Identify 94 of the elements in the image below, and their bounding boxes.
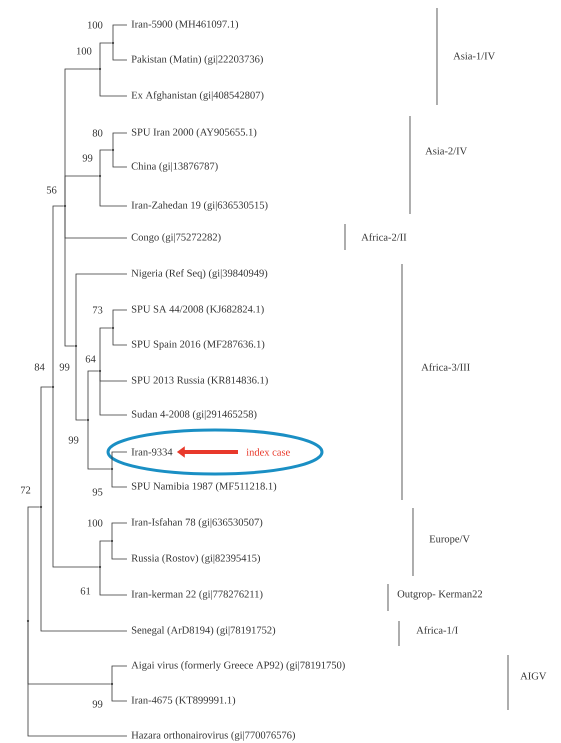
taxon-label: SPU Iran 2000 (AY905655.1) [132,128,256,138]
tree-branch [64,206,76,346]
clade-label: Africa-3/III [421,363,470,371]
callout-text: index case [246,448,290,456]
branch-point [98,566,102,568]
tree-branch [100,540,112,568]
branch-point [98,174,102,178]
taxon-label: Iran-5900 (MH461097.1) [132,20,238,30]
taxon-label: Hazara orthonairovirus (gi|770076576) [132,731,295,741]
clade-label: Africa-2/II [361,233,406,241]
tree-branch [100,68,128,96]
tree-branch [28,620,128,736]
clade-label: Africa-1/I [416,626,458,634]
taxon-label: Russia (Rostov) (gi|82395415) [132,554,260,564]
bootstrap-value: 64 [86,355,96,363]
tree-branch [40,506,128,632]
tree-branch [100,328,112,372]
bootstrap-value: 72 [21,486,30,494]
clade-label: Asia-2/IV [425,147,468,155]
taxon-label: SPU Namibia 1987 (MF511218.1) [132,482,276,492]
tree-branch [76,274,128,346]
bootstrap-value: 95 [92,488,102,496]
taxon-label: Iran-Zahedan 19 (gi|636530515) [132,201,268,211]
highlight-ellipse [106,428,324,476]
taxon-label: Aigai virus (formerly Greece AP92) (gi|78191750) [131,661,345,671]
taxon-label: Iran-4675 (KT899991.1) [132,696,236,706]
tree-branch [112,452,128,470]
taxon-label: SPU SA 44/2008 (KJ682824.1) [132,305,264,315]
tree-branch [88,370,100,420]
tree-branch [100,150,112,176]
tree-branch [40,386,52,508]
bootstrap-value: 56 [46,186,56,194]
branch-point [64,204,66,208]
taxon-label: Congo (gi|75272282) [132,233,221,243]
bootstrap-value: 100 [76,47,92,55]
tree-branch [112,522,128,542]
tree-branch [76,346,88,420]
tree-branch [112,132,128,150]
tree-branch [112,666,128,684]
branch-point [112,148,114,152]
taxon-label: Ex Afghanistan (gi|408542807) [132,91,264,101]
bootstrap-value: 61 [80,587,90,595]
tree-branch [88,420,112,470]
taxon-label: Pakistan (Matin) (gi|22203736) [132,55,263,65]
taxon-label: Sudan 4-2008 (gi|291465258) [132,410,256,420]
clade-label: Outgrop- Kerman22 [398,590,482,600]
taxon-label: SPU Spain 2016 (MF287636.1) [132,340,264,350]
tree-branch [100,370,128,416]
bootstrap-value: 99 [82,154,92,162]
clade-label: Europe/V [430,535,470,545]
bootstrap-value: 99 [68,436,78,444]
tree-branch [112,42,128,60]
branch-point [98,370,102,372]
branch-point [52,386,54,388]
tree-branch [100,42,112,70]
tree-branch [112,150,128,168]
tree-branch [52,206,64,388]
tree-branch [28,506,40,622]
bootstrap-value: 73 [93,306,102,314]
bootstrap-value: 100 [88,519,102,527]
clade-label: AIGV [520,672,546,680]
bootstrap-value: 80 [92,129,102,137]
taxon-label: SPU 2013 Russia (KR814836.1) [132,376,268,386]
bootstrap-value: 100 [88,21,102,29]
branch-point [110,468,114,470]
tree-branch [112,684,128,702]
taxon-label: Nigeria (Ref Seq) (gi|39840949) [132,269,268,279]
branch-point [112,42,114,44]
taxon-label: Iran-kerman 22 (gi|778276211) [132,590,262,600]
taxon-label: Senegal (ArD8194) (gi|78191752) [132,626,276,636]
taxon-label: Iran-9334 [132,448,172,456]
branch-point [74,344,78,348]
branch-point [40,506,42,508]
tree-branch [112,468,128,488]
bootstrap-value: 99 [92,700,102,708]
branch-point [26,620,30,622]
bootstrap-value: 84 [34,363,45,371]
bootstrap-value: 99 [60,363,70,371]
branch-point [112,326,114,330]
taxon-label: Iran-Isfahan 78 (gi|636530507) [132,518,262,528]
branch-point [110,682,114,686]
clade-label: Asia-1/IV [453,52,496,60]
branch-point [98,68,102,70]
tree-branch [100,176,128,206]
tree-branch [64,176,100,206]
tree-branch [52,386,100,568]
taxon-label: China (gi|13876787) [132,162,218,172]
branch-point [86,418,90,422]
tree-branch [112,540,128,560]
tree-branch [112,310,128,328]
tree-branch [112,24,128,44]
branch-point [110,540,114,542]
tree-branch [100,566,128,596]
tree-branch [112,328,128,346]
